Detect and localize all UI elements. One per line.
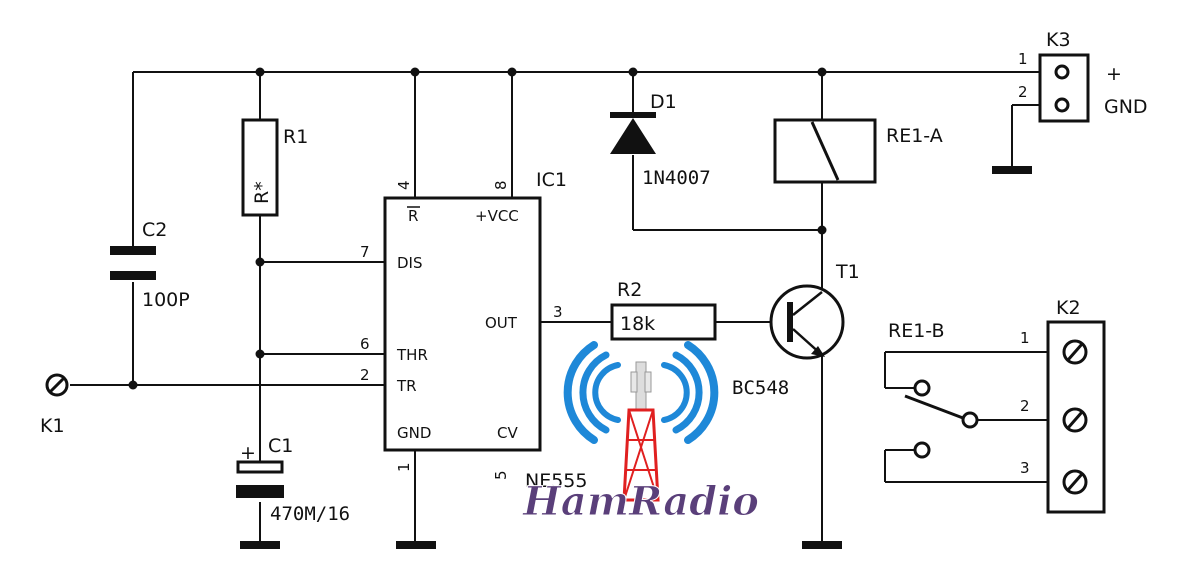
k2-screw-1 xyxy=(1062,339,1088,365)
k3-ref-label: K3 xyxy=(1046,29,1071,51)
hamradio-logo: HamRadio xyxy=(522,341,759,526)
r1-ref-label: R1 xyxy=(283,126,308,148)
ic1-pin-vcc-num: 8 xyxy=(492,180,510,190)
t1-transistor: T1 BC548 xyxy=(732,261,860,399)
ic1-ne555: R +VCC DIS THR TR OUT GND CV 4 8 7 6 2 3… xyxy=(360,169,587,492)
k2-pin-2-label: 2 xyxy=(1020,397,1030,415)
k2-pin-3-label: 3 xyxy=(1020,459,1030,477)
ic1-pin-out-name: OUT xyxy=(485,314,518,332)
ground-symbols xyxy=(240,166,1032,549)
c2-ref-label: C2 xyxy=(142,219,167,241)
ic1-pin-dis-name: DIS xyxy=(397,254,423,272)
c2-value-label: 100P xyxy=(142,289,190,311)
c1-ref-label: C1 xyxy=(268,435,293,457)
d1-diode: D1 1N4007 xyxy=(610,91,711,189)
ic1-pin-out-num: 3 xyxy=(553,303,563,321)
r1-resistor: R* R1 xyxy=(241,118,308,217)
ic1-part-label: NE555 xyxy=(525,470,587,492)
watermark-text: HamRadio xyxy=(522,478,759,525)
ic1-pin-gnd-name: GND xyxy=(397,424,431,442)
r1-value-label: R* xyxy=(251,181,273,204)
k1-terminal: K1 xyxy=(40,373,69,437)
c1-polarity-label: + xyxy=(240,442,256,464)
c1-value-label: 470M/16 xyxy=(270,503,350,525)
t1-ref-label: T1 xyxy=(835,261,860,283)
radio-waves-icon xyxy=(563,341,719,444)
k2-ref-label: K2 xyxy=(1056,297,1081,319)
k2-screw-2 xyxy=(1062,407,1088,433)
d1-value-label: 1N4007 xyxy=(642,167,711,189)
re1b-ref-label: RE1-B xyxy=(888,320,945,342)
ic1-ref-label: IC1 xyxy=(536,169,567,191)
k2-screw-3 xyxy=(1062,469,1088,495)
re1b-relay-contact: RE1-B xyxy=(888,320,979,459)
k2-terminal-block: K2 1 2 3 xyxy=(1020,297,1106,514)
k3-pin-2-label: 2 xyxy=(1018,83,1028,101)
re1a-ref-label: RE1-A xyxy=(886,125,943,147)
r2-ref-label: R2 xyxy=(617,279,642,301)
ic1-pin-tr-name: TR xyxy=(396,377,417,395)
radio-tower-icon xyxy=(622,361,660,502)
k1-label: K1 xyxy=(40,415,65,437)
junction-dots xyxy=(128,67,827,390)
c2-capacitor: C2 100P xyxy=(110,219,190,311)
k3-gnd-label: GND xyxy=(1104,96,1148,118)
re1a-relay-coil: RE1-A xyxy=(773,118,943,184)
c1-capacitor: + C1 470M/16 xyxy=(236,435,350,525)
r2-resistor: 18k R2 xyxy=(610,279,717,341)
ic1-pin-dis-num: 7 xyxy=(360,243,370,261)
ic1-pin-thr-num: 6 xyxy=(360,335,370,353)
k3-connector: K3 1 2 + GND xyxy=(1018,29,1148,123)
t1-value-label: BC548 xyxy=(732,377,789,399)
k2-pin-1-label: 1 xyxy=(1020,329,1030,347)
ic1-pin-cv-num: 5 xyxy=(492,470,510,480)
ic1-pin-vcc-name: +VCC xyxy=(475,207,519,225)
k3-pin-1-label: 1 xyxy=(1018,50,1028,68)
ic1-pin-reset-num: 4 xyxy=(395,180,413,190)
ic1-pin-thr-name: THR xyxy=(396,346,428,364)
r2-value-label: 18k xyxy=(620,313,655,335)
ic1-pin-cv-name: CV xyxy=(497,424,518,442)
ic1-pin-gnd-num: 1 xyxy=(395,462,413,472)
ic1-pin-reset-name: R xyxy=(408,207,418,225)
d1-ref-label: D1 xyxy=(650,91,677,113)
ic1-pin-tr-num: 2 xyxy=(360,366,370,384)
k3-plus-label: + xyxy=(1106,63,1122,85)
